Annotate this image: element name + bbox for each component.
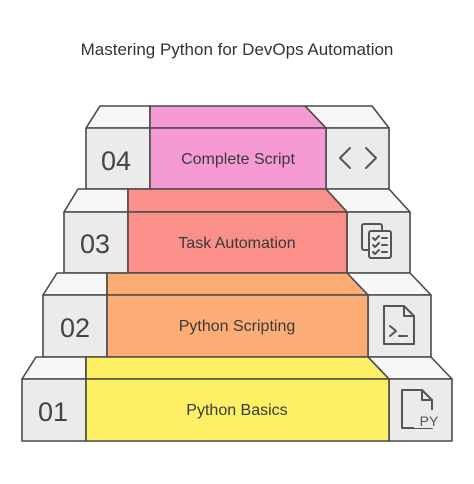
checklist-documents-icon bbox=[361, 223, 392, 259]
step-03-top-face bbox=[127, 188, 348, 213]
step-01-number: 01 bbox=[38, 397, 68, 427]
step-03: 03 Task Automation bbox=[63, 188, 411, 274]
step-01-top-face bbox=[85, 356, 390, 380]
step-04-number: 04 bbox=[101, 146, 131, 176]
step-03-left-block-front bbox=[63, 211, 129, 274]
step-04-top-face bbox=[149, 105, 327, 129]
code-brackets-icon bbox=[339, 147, 377, 169]
step-03-label: Task Automation bbox=[178, 235, 295, 252]
step-02-label: Python Scripting bbox=[179, 318, 296, 335]
step-02-number: 02 bbox=[60, 313, 90, 343]
step-04-front-face bbox=[149, 127, 327, 190]
step-03-left-block-top bbox=[63, 188, 129, 213]
step-02: 02 Python Scripting bbox=[42, 272, 432, 358]
step-03-number: 03 bbox=[80, 229, 110, 259]
python-file-icon: PY bbox=[401, 389, 444, 429]
step-04: 04 Complete Script bbox=[85, 105, 390, 190]
step-01-label: Python Basics bbox=[186, 402, 287, 419]
step-01-left-block-top bbox=[21, 356, 87, 380]
step-04-left-block-top bbox=[85, 105, 151, 129]
step-04-label: Complete Script bbox=[181, 151, 295, 168]
step-04-right-block-front bbox=[325, 127, 390, 190]
step-02-left-block-top bbox=[42, 272, 108, 296]
step-01-left-block-front bbox=[21, 378, 87, 442]
step-01-front-face bbox=[85, 378, 390, 442]
svg-text:PY: PY bbox=[420, 413, 439, 429]
step-01: 01 Python Basics PY bbox=[21, 356, 453, 442]
step-02-top-face bbox=[106, 272, 369, 296]
diagram-title: Mastering Python for DevOps Automation bbox=[80, 40, 394, 59]
script-file-icon bbox=[383, 305, 415, 345]
step-02-right-block-front bbox=[367, 294, 432, 358]
step-02-front-face bbox=[106, 294, 369, 358]
